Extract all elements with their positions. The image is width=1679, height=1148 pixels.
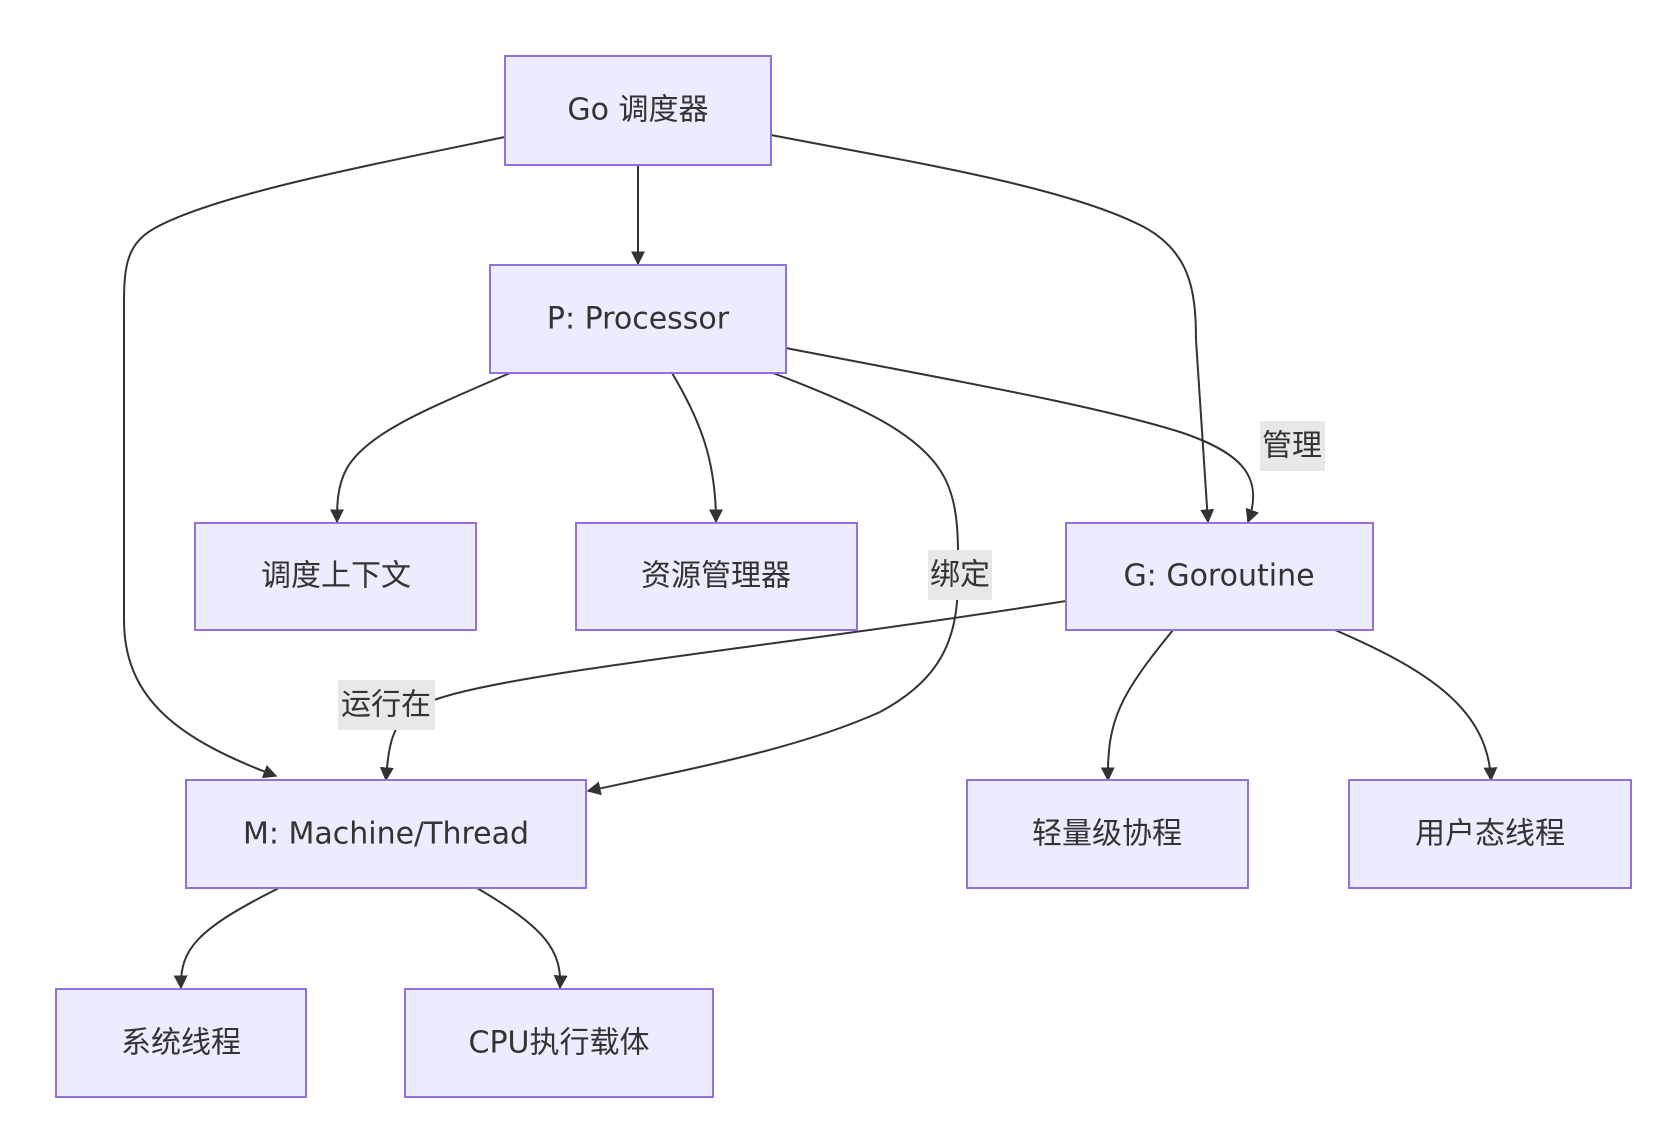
edge-machine-to-system-thread [173, 887, 280, 990]
node-system-thread-label: 系统线程 [121, 1026, 241, 1061]
edge-scheduler-to-machine [122, 136, 506, 779]
node-goroutine-label: G: Goroutine [1123, 559, 1314, 594]
node-go-scheduler[interactable]: Go 调度器 [504, 55, 772, 166]
node-machine[interactable]: M: Machine/Thread [185, 779, 587, 889]
edge-processor-to-sched-context [330, 372, 511, 524]
node-user-thread[interactable]: 用户态线程 [1348, 779, 1632, 889]
edge-goroutine-to-user-thread [1334, 629, 1498, 782]
edge-label-bind: 绑定 [928, 550, 992, 600]
node-processor-label: P: Processor [547, 302, 730, 337]
edge-label-run-on-text: 运行在 [341, 688, 431, 723]
edge-label-manage-text: 管理 [1262, 429, 1322, 464]
node-sched-context[interactable]: 调度上下文 [194, 522, 477, 631]
node-lightweight-coroutine-label: 轻量级协程 [1032, 817, 1182, 852]
node-goroutine[interactable]: G: Goroutine [1065, 522, 1374, 631]
edge-goroutine-to-lightweight [1100, 629, 1174, 782]
node-go-scheduler-label: Go 调度器 [567, 93, 708, 128]
node-cpu-carrier-label: CPU执行载体 [469, 1026, 650, 1061]
node-system-thread[interactable]: 系统线程 [55, 988, 307, 1098]
node-user-thread-label: 用户态线程 [1415, 817, 1565, 852]
node-resource-manager-label: 资源管理器 [641, 559, 791, 594]
node-cpu-carrier[interactable]: CPU执行载体 [404, 988, 714, 1098]
node-sched-context-label: 调度上下文 [261, 559, 411, 594]
edge-processor-to-resource-manager [671, 372, 723, 524]
edge-processor-to-goroutine [785, 347, 1259, 524]
node-lightweight-coroutine[interactable]: 轻量级协程 [966, 779, 1249, 889]
edge-label-bind-text: 绑定 [930, 558, 990, 593]
edge-machine-to-cpu-carrier [476, 887, 568, 990]
edge-processor-to-machine [586, 372, 960, 796]
edge-label-run-on: 运行在 [338, 680, 435, 730]
edge-scheduler-to-goroutine [770, 134, 1215, 524]
edge-label-manage: 管理 [1260, 421, 1325, 471]
node-processor[interactable]: P: Processor [489, 264, 787, 374]
node-resource-manager[interactable]: 资源管理器 [575, 522, 858, 631]
node-machine-label: M: Machine/Thread [243, 817, 529, 852]
